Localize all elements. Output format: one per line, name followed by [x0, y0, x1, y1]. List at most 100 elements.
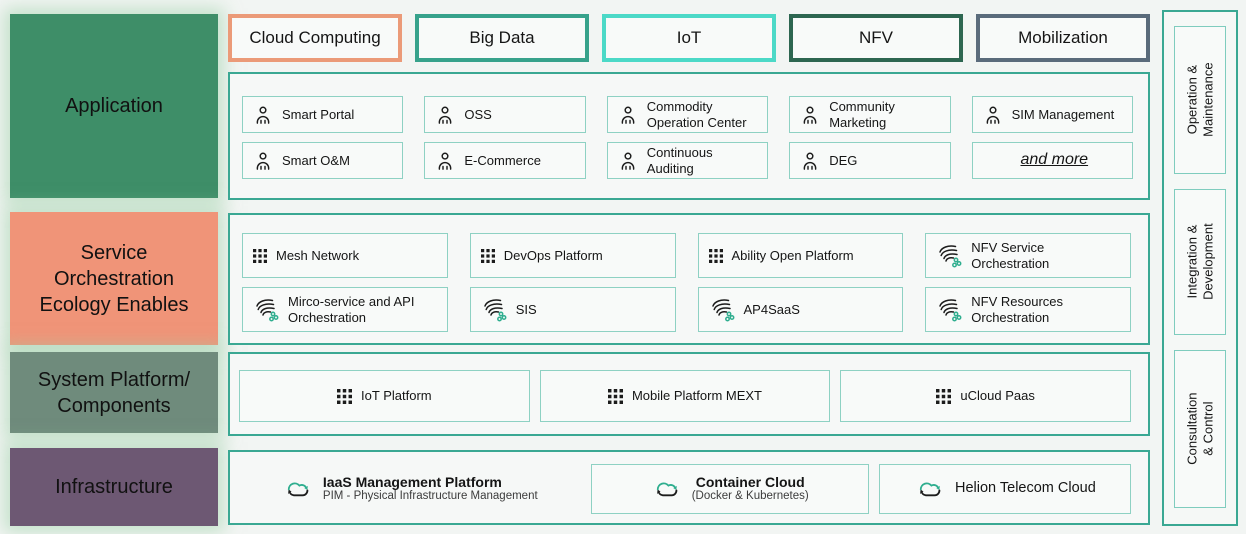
svc-item-label: NFV Resources Orchestration: [971, 294, 1063, 325]
layer-system-platform: System Platform/ Components: [10, 352, 218, 433]
person-icon: [618, 151, 638, 171]
sys-item-label: IoT Platform: [361, 388, 432, 404]
app-item-smart-oandm: Smart O&M: [242, 142, 404, 179]
app-item-label: E-Commerce: [464, 152, 541, 168]
svc-item-label: NFV Service Orchestration: [971, 240, 1050, 271]
svc-item-label: AP4SaaS: [743, 301, 800, 317]
app-item-deg: DEG: [789, 142, 951, 179]
infra-item-text: Container Cloud (Docker & Kubernetes): [692, 474, 809, 504]
svc-item-sis: SIS: [469, 287, 676, 332]
person-icon: [800, 105, 820, 125]
domain-tabs: Cloud Computing Big Data IoT NFV Mobiliz…: [228, 14, 1150, 62]
layer-infrastructure-label: Infrastructure: [55, 476, 173, 498]
app-item-e-commerce: E-Commerce: [424, 142, 586, 179]
orchestration-swirl-icon: [936, 244, 962, 268]
tab-cloud-computing-label: Cloud Computing: [249, 28, 381, 47]
person-icon: [253, 105, 273, 125]
tab-cloud-computing: Cloud Computing: [228, 14, 402, 62]
sidebar-consultation-control: Consultation & Control: [1174, 350, 1226, 508]
svc-item-mesh-network: Mesh Network: [242, 233, 448, 278]
app-item-label: Smart Portal: [282, 106, 355, 122]
app-item-commodity-operation-center: Commodity Operation Center: [606, 96, 769, 133]
tab-big-data: Big Data: [415, 14, 589, 62]
sys-item-label: Mobile Platform MEXT: [631, 388, 763, 404]
svc-item-label: SIS: [515, 301, 537, 317]
svc-item-ability-open-platform: Ability Open Platform: [697, 233, 904, 278]
tab-big-data-label: Big Data: [469, 28, 535, 47]
infra-item-text: Helion Telecom Cloud: [955, 480, 1096, 497]
app-item-label: Community Marketing: [829, 99, 895, 130]
service-orchestration-panel: Mesh Network DevOps Platform Ability Ope…: [228, 213, 1150, 345]
sidebar-operation-maintenance-label: Operation & Maintenance: [1184, 62, 1216, 138]
app-item-and-more: and more: [971, 142, 1133, 179]
cloud-sync-icon: [914, 477, 946, 501]
orchestration-swirl-icon: [481, 298, 507, 322]
sys-item-ucloud-paas: uCloud Paas: [840, 370, 1131, 422]
person-icon: [253, 151, 273, 171]
sys-item-mobile-platform-mext: Mobile Platform MEXT: [539, 370, 831, 422]
svc-item-mirco-service-api-orchestration: Mirco-service and API Orchestration: [242, 287, 448, 332]
grid-icon: [253, 249, 267, 263]
app-item-smart-portal: Smart Portal: [242, 96, 404, 133]
app-item-sim-management: SIM Management: [971, 96, 1133, 133]
svc-item-nfv-resources-orchestration: NFV Resources Orchestration: [925, 287, 1131, 332]
application-panel: Smart Portal OSS Commodity Operation Cen…: [228, 72, 1150, 200]
cloud-sync-icon: [651, 477, 683, 501]
cloud-sync-icon: [282, 477, 314, 501]
layer-system-platform-label: System Platform/ Components: [37, 368, 191, 417]
infra-item-iaas-management-platform: IaaS Management Platform PIM - Physical …: [239, 464, 581, 514]
person-icon: [800, 151, 820, 171]
svc-item-label: Ability Open Platform: [731, 247, 854, 263]
sidebar-consultation-control-label: Consultation & Control: [1184, 392, 1215, 466]
app-item-label: DEG: [829, 152, 858, 168]
infra-item-subtitle: (Docker & Kubernetes): [691, 490, 809, 503]
tab-iot: IoT: [602, 14, 776, 62]
lifecycle-sidebar: Operation & Maintenance Integration & De…: [1162, 10, 1238, 526]
grid-icon: [608, 389, 623, 404]
orchestration-swirl-icon: [936, 298, 962, 322]
app-item-oss: OSS: [424, 96, 586, 133]
sidebar-operation-maintenance: Operation & Maintenance: [1174, 26, 1226, 174]
system-platform-panel: IoT Platform Mobile Platform MEXT uCloud…: [228, 352, 1150, 436]
person-icon: [435, 151, 455, 171]
layer-application-label: Application: [65, 95, 163, 117]
person-icon: [983, 105, 1003, 125]
layer-infrastructure: Infrastructure: [10, 448, 218, 526]
svc-item-nfv-service-orchestration: NFV Service Orchestration: [925, 233, 1131, 278]
svc-item-ap4saas: AP4SaaS: [697, 287, 904, 332]
sys-item-iot-platform: IoT Platform: [239, 370, 530, 422]
app-item-label: Smart O&M: [282, 152, 350, 168]
infra-item-title: IaaS Management Platform: [322, 473, 502, 490]
app-item-label: OSS: [464, 106, 492, 122]
person-icon: [618, 105, 638, 125]
grid-icon: [936, 389, 951, 404]
orchestration-swirl-icon: [253, 298, 279, 322]
sidebar-integration-development: Integration & Development: [1174, 189, 1226, 335]
infra-item-title: Container Cloud: [695, 473, 805, 490]
sidebar-integration-development-label: Integration & Development: [1184, 223, 1216, 301]
grid-icon: [337, 389, 352, 404]
tab-iot-label: IoT: [676, 28, 702, 47]
layer-service-orchestration: Service Orchestration Ecology Enables: [10, 212, 218, 345]
infrastructure-panel: IaaS Management Platform PIM - Physical …: [228, 450, 1150, 525]
infra-item-container-cloud: Container Cloud (Docker & Kubernetes): [590, 464, 869, 514]
orchestration-swirl-icon: [709, 298, 735, 322]
tab-nfv-label: NFV: [859, 28, 893, 47]
layer-service-orchestration-label: Service Orchestration Ecology Enables: [39, 241, 189, 316]
infra-item-subtitle: PIM - Physical Infrastructure Management: [322, 490, 538, 503]
layer-application: Application: [10, 14, 218, 198]
and-more-label: and more: [1020, 151, 1089, 169]
grid-icon: [709, 249, 723, 263]
app-item-label: Commodity Operation Center: [646, 99, 747, 130]
tab-mobilization-label: Mobilization: [1018, 28, 1108, 47]
svc-item-label: DevOps Platform: [503, 247, 603, 263]
tab-mobilization: Mobilization: [976, 14, 1150, 62]
svc-item-label: Mirco-service and API Orchestration: [288, 294, 415, 325]
infra-item-text: IaaS Management Platform PIM - Physical …: [323, 474, 538, 504]
app-item-label: Continuous Auditing: [646, 145, 713, 176]
infra-item-helion-telecom-cloud: Helion Telecom Cloud: [878, 464, 1131, 514]
app-item-label: SIM Management: [1011, 106, 1115, 122]
app-item-continuous-auditing: Continuous Auditing: [606, 142, 769, 179]
svc-item-label: Mesh Network: [276, 247, 360, 263]
